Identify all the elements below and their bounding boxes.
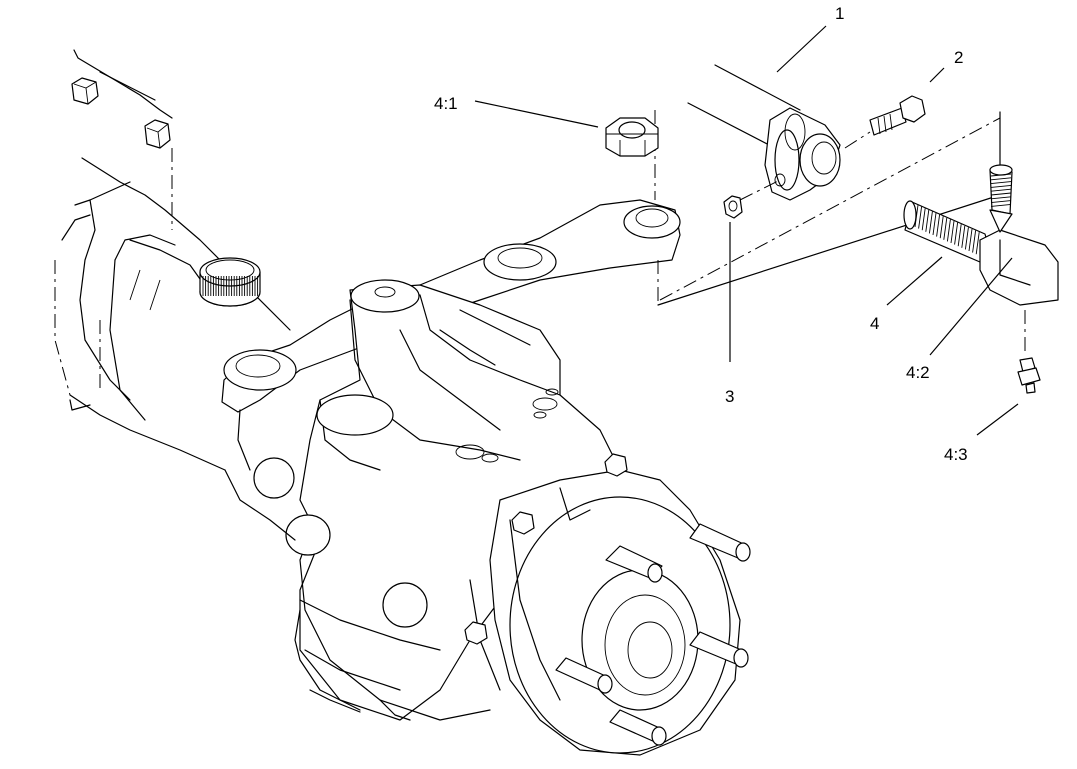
wheel-stud	[605, 545, 663, 583]
callout-leader-1	[776, 25, 827, 73]
callout-label-4: 4	[870, 314, 879, 333]
wheel-stud	[689, 631, 749, 668]
axle-knuckle-assembly	[224, 279, 621, 721]
thread-line	[946, 219, 951, 242]
thread-line	[968, 228, 973, 252]
callout-leader-4	[886, 256, 943, 306]
thread-line	[943, 217, 948, 240]
callout-label-4-1: 4:1	[434, 94, 458, 113]
tie-rod-end	[903, 164, 1059, 355]
callout-label-4-2: 4:2	[906, 363, 930, 382]
tie-rod	[687, 64, 841, 201]
castle-nut	[605, 117, 659, 157]
thread-line	[918, 206, 923, 229]
callout-label-3: 3	[725, 387, 734, 406]
upper-left-bolts	[71, 49, 173, 230]
thread-line	[990, 173, 1012, 177]
thread-line	[950, 220, 955, 244]
knurled-cap	[199, 257, 261, 307]
wheel-stud	[609, 709, 667, 746]
thread-line	[925, 209, 930, 232]
thread-line	[990, 192, 1012, 196]
hex-bolt	[464, 621, 488, 645]
clamp-bolt	[844, 95, 926, 149]
thread-line	[972, 230, 977, 253]
hex-bolt	[71, 77, 99, 105]
thread-line	[990, 184, 1012, 188]
thread-line	[975, 232, 980, 255]
callout-leader-4-1	[474, 100, 599, 128]
drag-link-arm	[221, 110, 1001, 413]
wheel-stud	[689, 523, 751, 562]
thread-line	[914, 204, 919, 228]
callout-label-2: 2	[954, 48, 963, 67]
thread-line	[961, 225, 966, 248]
grease-fitting	[1017, 357, 1041, 394]
lock-nut	[723, 195, 743, 219]
thread-line	[932, 212, 937, 236]
wheel-hub	[464, 453, 751, 756]
hex-bolt	[604, 453, 628, 477]
thread-line	[990, 181, 1012, 185]
callout-label-1: 1	[835, 4, 844, 23]
thread-line	[936, 214, 941, 237]
callout-label-4-3: 4:3	[944, 445, 968, 464]
thread-line	[921, 208, 926, 231]
callout-leader-2	[929, 67, 945, 83]
thread-line	[964, 227, 969, 250]
hex-bolt	[144, 119, 171, 149]
thread-line	[954, 222, 959, 245]
callouts: 1 2 3 4 4:1 4:2 4:3	[434, 4, 1019, 464]
thread-line	[957, 224, 962, 247]
wheel-stud	[555, 657, 613, 694]
hex-bolt	[511, 511, 535, 535]
thread-line	[990, 203, 1012, 207]
thread-line	[990, 188, 1012, 192]
thread-line	[990, 177, 1012, 181]
thread-line	[990, 200, 1012, 204]
steering-gear-housing	[54, 157, 291, 471]
thread-line	[990, 196, 1012, 200]
callout-leader-4-2	[929, 257, 1013, 356]
thread-line	[939, 216, 944, 239]
callout-leader-4-3	[976, 403, 1019, 436]
thread-line	[928, 211, 933, 234]
